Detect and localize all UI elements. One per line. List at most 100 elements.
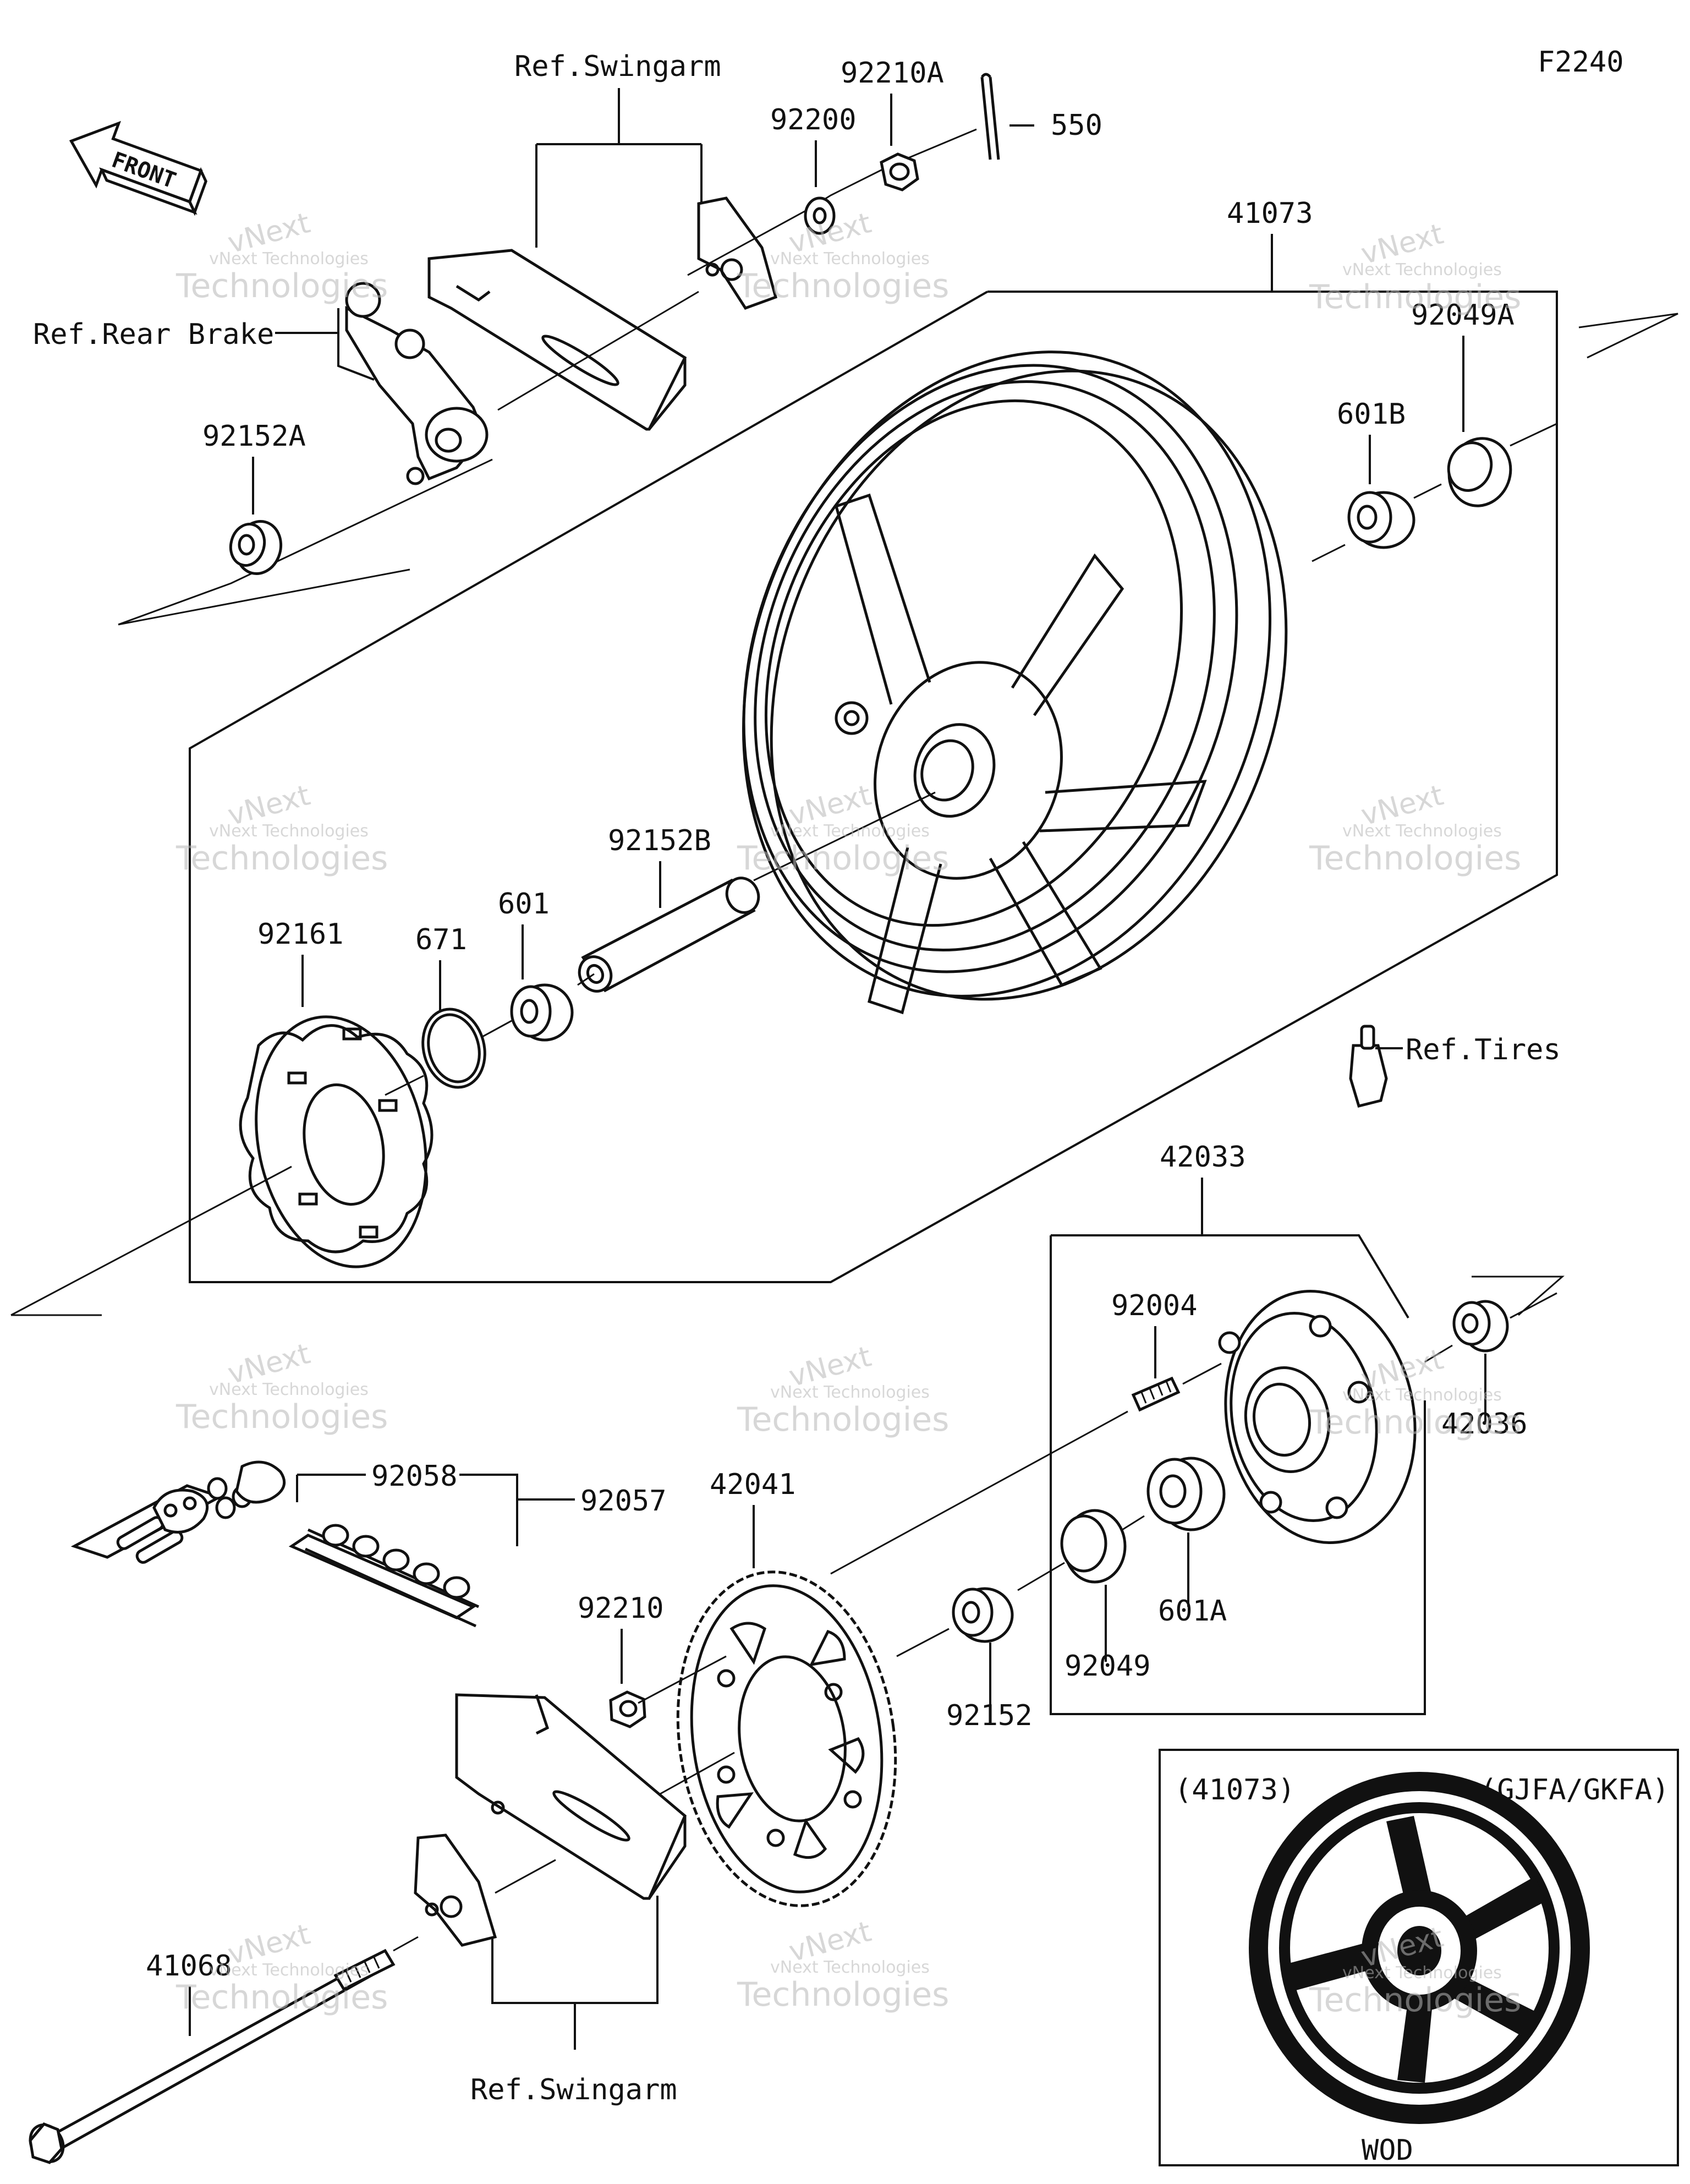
sprocket-42041 — [676, 1570, 897, 1907]
inset-box: (41073) (GJFA/GKFA) WOD — [1159, 1749, 1679, 2167]
sprocket-hub-42033 — [1218, 1290, 1417, 1544]
label-92049A: 92049A — [1411, 299, 1515, 332]
ref-tires: Ref.Tires — [1406, 1033, 1561, 1066]
svg-text:vNext Technologies: vNext Technologies — [1342, 1386, 1502, 1405]
watermark-3: vNext Technologies Technologies vNext — [1309, 217, 1521, 316]
watermark-4: vNext Technologies Technologies vNext — [175, 779, 388, 878]
axle-line-bottom — [393, 1751, 735, 1952]
ref-rear-brake: Ref.Rear Brake — [33, 318, 274, 351]
label-92152A: 92152A — [202, 420, 306, 453]
svg-text:Technologies: Technologies — [1309, 1981, 1521, 2019]
svg-text:vNext Technologies: vNext Technologies — [770, 1958, 930, 1977]
axle-line-collar — [896, 1628, 950, 1657]
axle-line-stud — [830, 1362, 1222, 1575]
axle-line-right — [1312, 313, 1678, 562]
svg-text:Technologies: Technologies — [1309, 839, 1521, 878]
collar-42036 — [1452, 1300, 1509, 1353]
spacer-92152B — [578, 877, 760, 993]
watermark-6: vNext Technologies Technologies vNext — [1309, 779, 1521, 878]
svg-text:Technologies: Technologies — [1309, 1403, 1521, 1442]
label-671: 671 — [415, 923, 467, 956]
svg-text:Technologies: Technologies — [175, 1398, 388, 1436]
nut-92210A — [880, 152, 919, 191]
label-92049: 92049 — [1065, 1650, 1151, 1683]
rear-wheel-41073 — [742, 351, 1288, 1015]
watermark-11: vNext Technologies Technologies vNext — [737, 1915, 949, 2014]
collar-92152 — [952, 1587, 1014, 1643]
svg-text:Technologies: Technologies — [737, 1400, 949, 1439]
svg-text:Technologies: Technologies — [175, 267, 388, 305]
axle-line-top — [118, 128, 977, 626]
inset-wheel-image — [1249, 1772, 1590, 2124]
axle-41068 — [29, 1948, 396, 2164]
leader-chain — [296, 1474, 575, 1546]
axle-line-wheel — [753, 791, 936, 882]
svg-text:Technologies: Technologies — [175, 839, 388, 878]
ref-rear-brake-bracket — [275, 308, 375, 381]
svg-text:vNext Technologies: vNext Technologies — [770, 822, 930, 841]
label-601B: 601B — [1337, 398, 1406, 431]
watermark-10: vNext Technologies Technologies vNext — [175, 1918, 388, 2017]
valve-stem — [1349, 1025, 1388, 1108]
inset-part-ref: (41073) — [1175, 1774, 1295, 1807]
label-92004: 92004 — [1111, 1289, 1198, 1322]
axle-line-left — [10, 973, 595, 1316]
stud-92004 — [1131, 1376, 1181, 1412]
cotter-pin-550 — [980, 73, 1000, 160]
front-label: FRONT — [108, 147, 179, 194]
bearing-601A — [1146, 1457, 1226, 1531]
chain-92057 — [288, 1524, 480, 1628]
label-601: 601 — [498, 888, 550, 921]
svg-text:vNext Technologies: vNext Technologies — [1342, 822, 1502, 841]
svg-text:Technologies: Technologies — [737, 839, 949, 878]
watermark-8: vNext Technologies Technologies vNext — [737, 1340, 949, 1439]
front-arrow-icon: FRONT — [69, 121, 207, 216]
watermark-2: vNext Technologies Technologies vNext — [737, 206, 949, 305]
axle-line-nut — [638, 1655, 727, 1704]
watermark-1: vNext Technologies Technologies vNext — [175, 206, 388, 305]
label-601A: 601A — [1158, 1595, 1227, 1628]
nut-92210 — [609, 1690, 646, 1728]
svg-text:vNext Technologies: vNext Technologies — [1342, 260, 1502, 280]
label-92058: 92058 — [371, 1460, 458, 1493]
svg-text:Technologies: Technologies — [1309, 278, 1521, 316]
svg-text:vNext Technologies: vNext Technologies — [770, 1383, 930, 1402]
watermark-7: vNext Technologies Technologies vNext — [175, 1337, 388, 1436]
wheel-frame-box — [189, 234, 1558, 1283]
svg-text:vNext Technologies: vNext Technologies — [209, 822, 369, 841]
svg-text:vNext Technologies: vNext Technologies — [770, 249, 930, 269]
label-92210: 92210 — [578, 1592, 664, 1625]
axle-line-mid — [497, 291, 699, 411]
swingarm-end-lower — [455, 1693, 687, 1900]
seal-92049 — [1060, 1509, 1127, 1584]
svg-text:vNext Technologies: vNext Technologies — [209, 249, 369, 269]
brake-caliper-bracket — [345, 282, 489, 485]
label-92161: 92161 — [257, 918, 344, 951]
svg-text:vNext Technologies: vNext Technologies — [1342, 1963, 1502, 1983]
ref-swingarm-top-bracket — [535, 88, 703, 248]
axle-line-hub-right — [1424, 1276, 1565, 1363]
label-550: 550 — [1051, 109, 1102, 142]
label-42033: 42033 — [1160, 1141, 1246, 1174]
svg-text:Technologies: Technologies — [737, 1975, 949, 2014]
ref-swingarm-bottom: Ref.Swingarm — [470, 2073, 677, 2106]
o-ring-671 — [421, 1008, 486, 1089]
label-92152B: 92152B — [608, 824, 711, 857]
svg-text:Technologies: Technologies — [737, 267, 949, 305]
label-42041: 42041 — [710, 1468, 796, 1501]
bearing-601B — [1347, 491, 1415, 549]
master-link-92058 — [70, 1460, 286, 1564]
label-41073: 41073 — [1227, 197, 1313, 230]
label-92210A: 92210A — [841, 57, 944, 90]
hub-frame-box — [1050, 1178, 1426, 1715]
chain-adjuster-lower — [414, 1833, 497, 1947]
swingarm-end-upper — [427, 249, 687, 431]
seal-92049A — [1447, 437, 1512, 507]
ref-swingarm-bottom-bracket — [491, 1896, 659, 2050]
bearing-601 — [510, 983, 574, 1042]
collar-92152A — [229, 519, 283, 576]
axle-line-seal — [1017, 1515, 1145, 1591]
ref-swingarm-top: Ref.Swingarm — [514, 50, 721, 83]
label-41068: 41068 — [146, 1950, 232, 1983]
